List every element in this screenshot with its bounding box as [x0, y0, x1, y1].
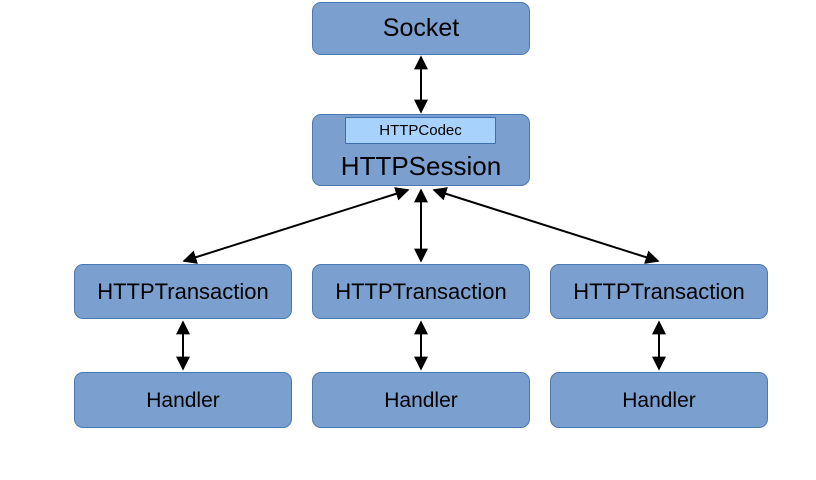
node-http-session-title: HTTPSession	[313, 147, 529, 185]
node-http-session[interactable]: HTTPCodec HTTPSession	[312, 114, 530, 186]
node-http-codec[interactable]: HTTPCodec	[345, 117, 496, 144]
node-http-transaction-right[interactable]: HTTPTransaction	[550, 264, 768, 319]
node-handler-left[interactable]: Handler	[74, 372, 292, 428]
node-http-transaction-mid[interactable]: HTTPTransaction	[312, 264, 530, 319]
node-http-codec-label: HTTPCodec	[379, 122, 462, 139]
edge-session-transaction-right	[432, 187, 660, 264]
node-socket[interactable]: Socket	[312, 2, 530, 55]
node-http-transaction-left-label: HTTPTransaction	[97, 278, 269, 304]
node-http-session-label: HTTPSession	[340, 151, 502, 181]
node-handler-mid[interactable]: Handler	[312, 372, 530, 428]
node-handler-right-label: Handler	[622, 388, 696, 412]
node-http-transaction-mid-label: HTTPTransaction	[335, 278, 507, 304]
node-handler-mid-label: Handler	[384, 388, 458, 412]
node-handler-right[interactable]: Handler	[550, 372, 768, 428]
node-socket-label: Socket	[382, 14, 460, 42]
node-http-transaction-right-label: HTTPTransaction	[573, 278, 745, 304]
node-handler-left-label: Handler	[146, 388, 220, 412]
node-http-transaction-left[interactable]: HTTPTransaction	[74, 264, 292, 319]
edge-session-transaction-left	[182, 187, 410, 264]
